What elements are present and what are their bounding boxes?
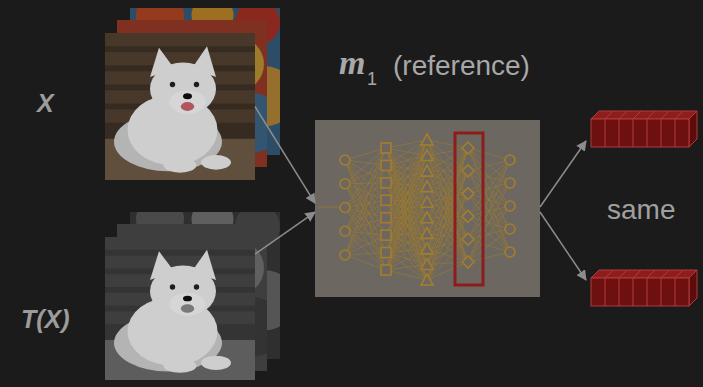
input-arrow: [255, 212, 315, 254]
network-box: m1(reference): [315, 120, 540, 297]
network-figure: [315, 120, 540, 297]
arrow: [540, 141, 586, 207]
input-label: X: [37, 91, 54, 116]
dog-photo: [105, 237, 255, 380]
model-name: m: [339, 46, 365, 80]
model-subscript: 1: [367, 70, 377, 88]
model-note: (reference): [393, 52, 530, 80]
dog-photo: [105, 33, 255, 180]
input-arrow: [255, 107, 315, 204]
layer-highlight: [455, 133, 483, 285]
arrow: [540, 212, 586, 280]
feature-vector: [591, 270, 697, 306]
image-stack: T(X): [105, 237, 255, 380]
image-stack: X: [105, 33, 255, 180]
feature-vector: [591, 111, 697, 147]
comparison-label: same: [607, 196, 675, 224]
input-label: T(X): [21, 307, 70, 332]
